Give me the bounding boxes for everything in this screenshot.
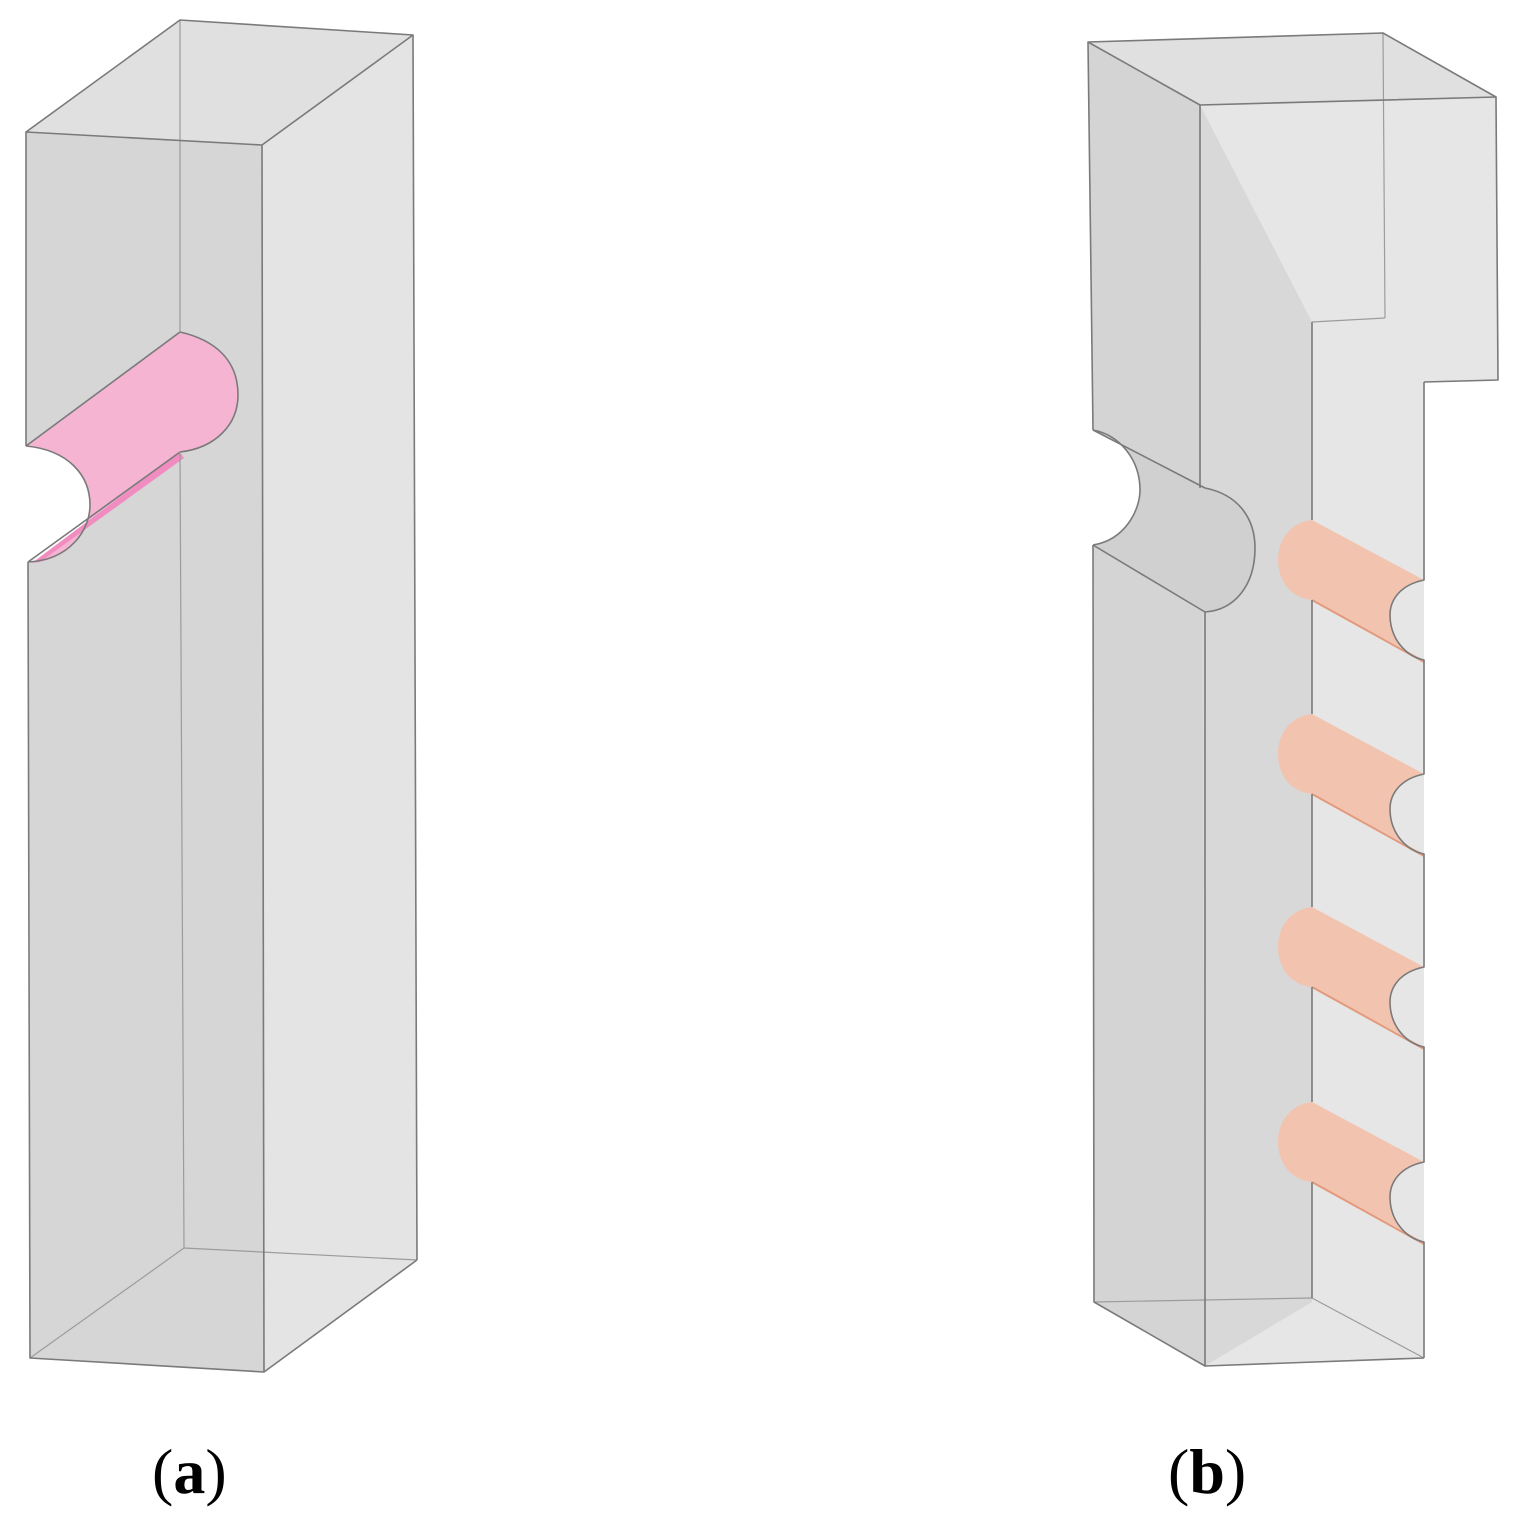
- specimen-b-step-face: [1200, 105, 1312, 1366]
- specimen-a-groove-edge: [179, 331, 239, 453]
- specimen-b-groove-4: [1278, 1102, 1425, 1245]
- specimen-b-groove-2: [1278, 714, 1425, 857]
- specimen-b-front-face: [1088, 42, 1205, 1366]
- specimen-a-groove-bottom: [32, 452, 184, 563]
- specimen-a-front-face: [26, 132, 264, 1372]
- specimen-b: [1087, 32, 1499, 1367]
- panel-label-a: (a): [152, 1436, 227, 1507]
- specimen-b-notch: [1093, 430, 1255, 612]
- specimen-a: [25, 19, 418, 1373]
- specimen-a-notch-edge: [25, 445, 91, 563]
- specimen-b-right-edge: [1389, 382, 1425, 1358]
- specimen-a-side-face: [262, 35, 417, 1372]
- panel-label-b: (b): [1168, 1436, 1247, 1507]
- specimen-b-groove-3: [1278, 907, 1425, 1050]
- specimen-b-groove-1: [1278, 520, 1425, 663]
- specimen-a-groove: [26, 332, 238, 563]
- specimen-a-top-face: [26, 20, 413, 145]
- specimen-b-top-face: [1088, 33, 1496, 105]
